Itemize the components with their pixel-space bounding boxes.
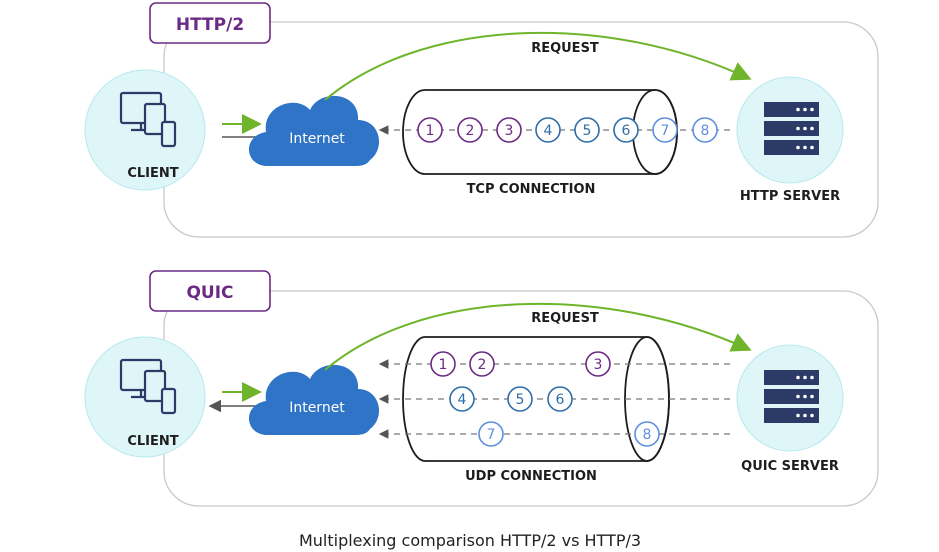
devices-icon: [119, 91, 177, 148]
http2-server: HTTP SERVER: [736, 76, 844, 204]
packet-6: 6: [547, 386, 573, 412]
packet-number: 8: [701, 123, 710, 139]
server-icon: [764, 102, 819, 155]
packet-circle: [430, 351, 456, 377]
http2-panel: HTTP/2 CLIENT Internet REQUEST: [84, 2, 879, 238]
packet-3: 3: [496, 117, 522, 143]
packet-circle: [417, 117, 443, 143]
http2-tag-box: [149, 2, 271, 44]
packet-number: 2: [478, 357, 487, 373]
quic-request-arrow: [324, 302, 752, 371]
quic-tag-box: [149, 270, 271, 312]
internet-label: Internet: [289, 131, 345, 147]
quic-request-label: REQUEST: [531, 311, 599, 326]
packet-circle: [507, 386, 533, 412]
packet-number: 7: [661, 123, 670, 139]
packet-circle: [535, 117, 561, 143]
tcp-packets: 1 2 3 4 5 6 7 8: [417, 117, 718, 143]
quic-panel: QUIC CLIENT Internet REQUEST: [84, 270, 879, 507]
packet-circle: [634, 421, 660, 447]
packet-5: 5: [507, 386, 533, 412]
http2-request-label: REQUEST: [531, 41, 599, 56]
cloud-icon: [248, 364, 380, 435]
internet-label: Internet: [289, 400, 345, 416]
http2-internet-cloud: Internet: [248, 95, 380, 166]
packet-3: 3: [585, 351, 611, 377]
packet-circle: [547, 386, 573, 412]
http2-tag: HTTP/2: [176, 15, 244, 35]
packet-number: 6: [622, 123, 631, 139]
packet-circle: [692, 117, 718, 143]
packet-4: 4: [449, 386, 475, 412]
packet-number: 3: [505, 123, 514, 139]
udp-packets: 1 2 3 4 5 6 7 8: [430, 351, 660, 447]
packet-number: 6: [556, 392, 565, 408]
packet-1: 1: [430, 351, 456, 377]
client-label: CLIENT: [127, 434, 178, 449]
packet-number: 8: [643, 427, 652, 443]
packet-2: 2: [457, 117, 483, 143]
packet-7: 7: [478, 421, 504, 447]
packet-circle: [478, 421, 504, 447]
packet-number: 7: [487, 427, 496, 443]
packet-circle: [652, 117, 678, 143]
packet-7: 7: [652, 117, 678, 143]
packet-number: 5: [516, 392, 525, 408]
devices-icon: [119, 358, 177, 415]
http2-request-arrow: [324, 31, 752, 101]
quic-server-label: QUIC SERVER: [741, 459, 839, 474]
packet-number: 4: [544, 123, 553, 139]
client-label: CLIENT: [127, 166, 178, 181]
packet-number: 3: [594, 357, 603, 373]
packet-4: 4: [535, 117, 561, 143]
cloud-icon: [248, 95, 380, 166]
packet-circle: [496, 117, 522, 143]
quic-internet-cloud: Internet: [248, 364, 380, 435]
packet-circle: [574, 117, 600, 143]
http-server-label: HTTP SERVER: [740, 189, 840, 204]
packet-circle: [449, 386, 475, 412]
packet-circle: [585, 351, 611, 377]
packet-number: 1: [426, 123, 435, 139]
figure-caption: Multiplexing comparison HTTP/2 vs HTTP/3: [299, 531, 641, 550]
packet-6: 6: [613, 117, 639, 143]
packet-circle: [469, 351, 495, 377]
http2-client: CLIENT: [84, 69, 206, 191]
tcp-connection-label: TCP CONNECTION: [467, 182, 596, 197]
server-icon: [764, 370, 819, 423]
packet-circle: [457, 117, 483, 143]
packet-2: 2: [469, 351, 495, 377]
packet-8: 8: [634, 421, 660, 447]
packet-8: 8: [692, 117, 718, 143]
packet-number: 1: [439, 357, 448, 373]
packet-number: 5: [583, 123, 592, 139]
udp-connection-label: UDP CONNECTION: [465, 469, 597, 484]
packet-number: 2: [466, 123, 475, 139]
quic-server: QUIC SERVER: [736, 344, 844, 474]
packet-1: 1: [417, 117, 443, 143]
quic-client: CLIENT: [84, 336, 206, 458]
packet-circle: [613, 117, 639, 143]
packet-number: 4: [458, 392, 467, 408]
quic-tag: QUIC: [186, 283, 233, 303]
packet-5: 5: [574, 117, 600, 143]
